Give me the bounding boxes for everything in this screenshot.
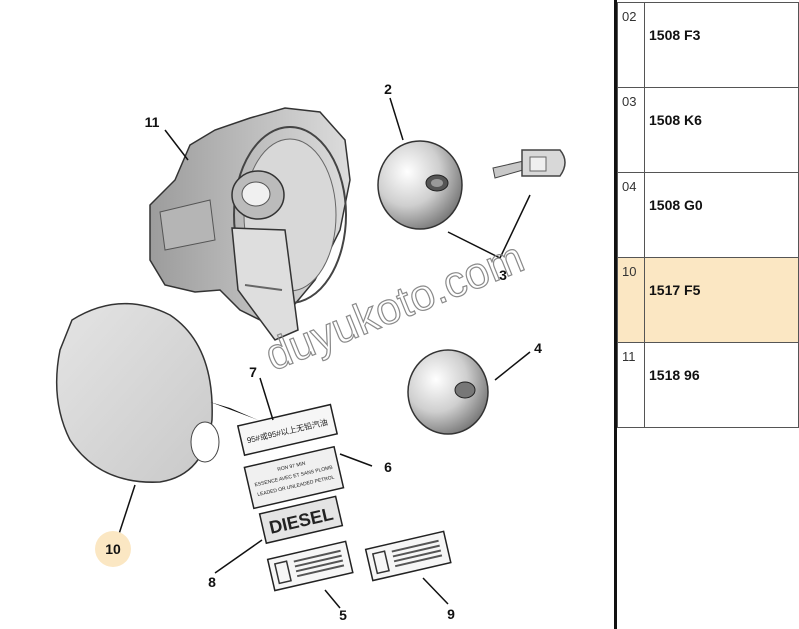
leader-lines <box>117 97 531 609</box>
callouts: 11 2 3 4 7 6 8 5 9 10 <box>105 81 542 623</box>
part-position: 02 <box>617 2 645 88</box>
part-position: 04 <box>617 172 645 258</box>
part-reference[interactable]: 1508 G0 <box>644 172 799 258</box>
callout-11[interactable]: 11 <box>145 114 160 130</box>
part-position: 10 <box>617 257 645 343</box>
callout-4[interactable]: 4 <box>534 340 542 356</box>
fuel-cap <box>407 349 489 435</box>
callout-6[interactable]: 6 <box>384 459 392 475</box>
label-chinese: 95#或95#以上无铅汽油 <box>236 403 339 457</box>
parts-diagram: 95#或95#以上无铅汽油 RON 97 MIN ESSENCE AVEC ET… <box>55 81 566 623</box>
callout-10[interactable]: 10 <box>105 541 121 557</box>
part-reference[interactable]: 1518 96 <box>644 342 799 428</box>
callout-8[interactable]: 8 <box>208 574 216 590</box>
label-tyre-5 <box>266 540 354 592</box>
callout-3[interactable]: 3 <box>499 267 507 283</box>
callout-7[interactable]: 7 <box>249 364 257 380</box>
fuel-flap <box>55 302 220 483</box>
callout-9[interactable]: 9 <box>447 606 455 622</box>
part-reference[interactable]: 1517 F5 <box>644 257 799 343</box>
part-position: 03 <box>617 87 645 173</box>
label-tyre-9 <box>364 530 452 582</box>
panel-divider <box>614 0 617 629</box>
callout-2[interactable]: 2 <box>384 81 392 97</box>
label-ron: RON 97 MIN ESSENCE AVEC ET SANS PLOMB LE… <box>243 445 345 510</box>
part-reference[interactable]: 1508 F3 <box>644 2 799 88</box>
key <box>492 149 566 179</box>
part-reference[interactable]: 1508 K6 <box>644 87 799 173</box>
filler-housing <box>149 107 351 341</box>
part-position: 11 <box>617 342 645 428</box>
callout-highlight <box>95 531 131 567</box>
fuel-cap-locking <box>377 140 463 230</box>
callout-5[interactable]: 5 <box>339 607 347 623</box>
